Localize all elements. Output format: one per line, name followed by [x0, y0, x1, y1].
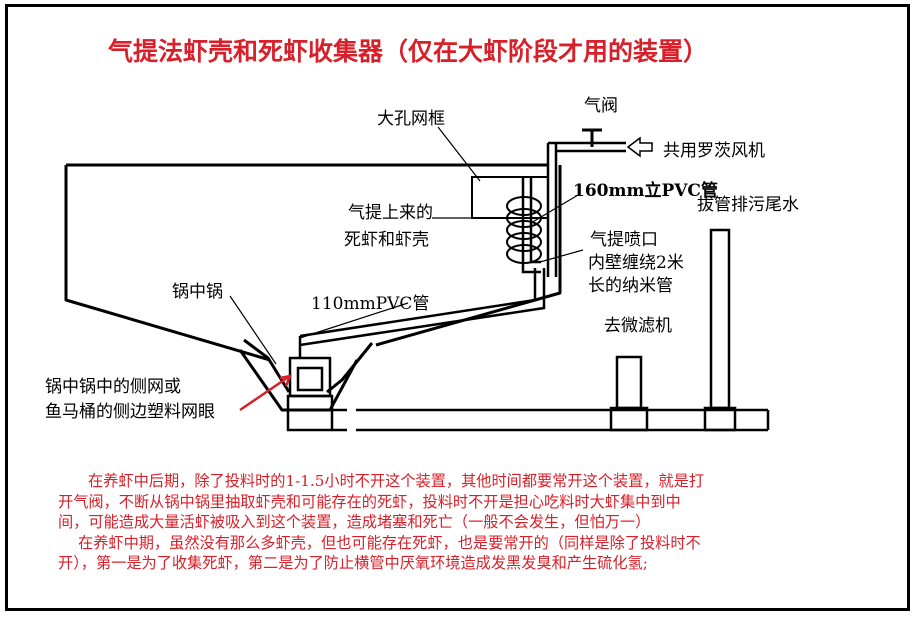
label-big-mesh-frame: 大孔网框	[377, 109, 445, 129]
outer-frame	[5, 4, 910, 611]
pvc-110-pipe-upper	[299, 268, 537, 338]
label-lifted-line2: 死虾和虾壳	[344, 230, 429, 250]
pot-in-pot-base	[286, 394, 334, 432]
label-lifted-line1: 气提上来的	[348, 203, 433, 223]
description-block: 在养虾中后期，除了投料时的1-1.5小时不开这个装置，其他时间都要常开这个装置，…	[58, 471, 878, 574]
leader-mesh-frame	[437, 126, 481, 182]
leader-pot	[229, 295, 277, 365]
leader-pvc160	[530, 194, 579, 224]
leader-pvc110	[299, 302, 409, 339]
blower-arrow-icon	[626, 136, 653, 158]
nozzle-coil-1	[506, 196, 542, 216]
label-side-mesh-line1: 锅中锅中的侧网或	[45, 377, 181, 397]
tank-inner-cone-right	[326, 342, 374, 394]
description-p1-line1: 在养虾中后期，除了投料时的1-1.5小时不开这个装置，其他时间都要常开这个装置，…	[88, 472, 705, 490]
big-mesh-frame	[471, 176, 549, 219]
label-nozzle-line2: 内壁缠绕2米	[588, 253, 684, 273]
label-side-mesh-line2: 鱼马桶的侧边塑料网眼	[45, 402, 215, 422]
leader-nozzle	[539, 249, 584, 263]
label-filter: 去微滤机	[604, 316, 672, 336]
filter-base	[609, 406, 649, 432]
drain-base	[703, 406, 737, 432]
diagram-title: 气提法虾壳和死虾收集器（仅在大虾阶段才用的装置）	[108, 37, 709, 66]
pvc-110-pipe-lower	[299, 268, 546, 347]
tank-outer-cone-left	[238, 349, 359, 412]
label-air-valve: 气阀	[584, 96, 618, 116]
filter-pipe	[615, 355, 643, 410]
description-p1-line2: 开气阀，不断从锅中锅里抽取虾壳和可能存在的死虾，投料时不开是担心吃料时大虾集中到…	[58, 492, 681, 511]
label-blower: 共用罗茨风机	[663, 141, 765, 161]
nozzle-coil-3	[506, 220, 542, 240]
label-drain: 拔管排污尾水	[697, 195, 799, 215]
label-pvc-110: 110mmPVC管	[311, 294, 430, 314]
nozzle-coil-4	[506, 232, 542, 252]
side-mesh-red-arrow	[239, 374, 293, 412]
drain-pipe	[709, 228, 731, 410]
label-nozzle-line3: 长的纳米管	[588, 276, 673, 296]
label-pvc-160: 160mm立PVC管	[573, 181, 718, 201]
label-nozzle-line1: 气提喷口	[590, 230, 658, 250]
description-p2-line2: 开），第一是为了收集死虾，第二是为了防止横管中厌氧环境造成发黑发臭和产生硫化氢;	[58, 554, 648, 572]
description-p1-line3: 间，可能造成大量活虾被吸入到这个装置，造成堵塞和死亡（一般不会发生，但怕万一）	[58, 513, 651, 531]
description-p2-line1: 在养虾中期，虽然没有那么多虾壳，但也可能存在死虾，也是要常开的（同样是除了投料时…	[78, 533, 701, 552]
tank-left-wall	[64, 165, 271, 362]
nozzle-coil-5	[506, 244, 542, 264]
pot-in-pot-inner	[296, 366, 324, 392]
tank-right-wall	[375, 165, 562, 347]
label-pot-in-pot: 锅中锅	[172, 282, 223, 302]
